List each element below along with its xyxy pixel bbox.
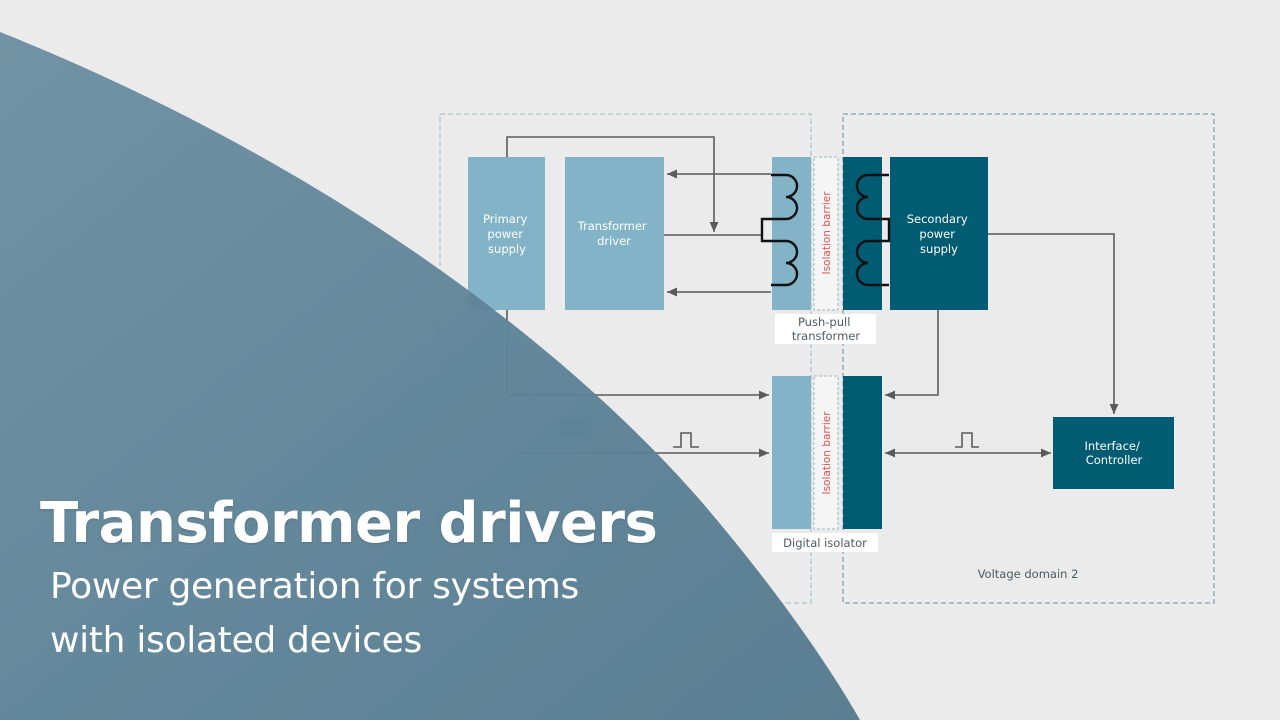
isolation-barrier-strip-bottom	[813, 375, 839, 530]
primary-coil	[760, 173, 799, 287]
voltage-domain-2-label: Voltage domain 2	[978, 567, 1079, 581]
transformer-secondary-core	[843, 157, 882, 310]
svg-text:Interface/ Controller: Interface/ Controller	[1084, 439, 1143, 467]
title-block: Transformer drivers Power generation for…	[40, 488, 800, 668]
svg-text:Transformer driver: Transformer driver	[577, 219, 651, 248]
primary-power-supply-block	[468, 157, 545, 310]
secondary-power-supply-block	[890, 157, 988, 310]
svg-text:Secondary power supply: Secondary power supply	[907, 212, 972, 256]
svg-text:Push-pull transformer: Push-pull transformer	[792, 315, 860, 343]
primary-power-supply-label-1: Primary	[483, 212, 528, 226]
voltage-domain-2-box	[842, 113, 1215, 604]
digital-isolator-label-bg	[772, 533, 878, 552]
digital-isolator-left-block	[772, 376, 811, 529]
interface-controller-block	[1053, 417, 1174, 489]
page-title: Transformer drivers	[40, 491, 658, 556]
subtitle-line-2: with isolated devices	[50, 620, 422, 661]
transformer-driver-block	[565, 157, 664, 310]
secondary-coil	[855, 173, 891, 287]
secondary-power-supply-label-1: Secondary	[907, 212, 968, 226]
primary-power-supply-label-3: supply	[488, 242, 526, 256]
transformer-primary-core	[772, 157, 811, 310]
interface-controller-label-2: Controller	[1086, 453, 1143, 467]
transformer-driver-label-2: driver	[597, 234, 631, 248]
digital-isolator-right-block	[843, 376, 882, 529]
push-pull-label-2: transformer	[792, 329, 860, 343]
push-pull-label-1: Push-pull	[798, 315, 850, 329]
isolation-barrier-label-bottom: Isolation barrier	[821, 411, 833, 495]
primary-power-supply-label-2: power	[487, 227, 523, 241]
isolation-barrier-label-top: Isolation barrier	[821, 191, 833, 275]
secondary-power-supply-label-2: power	[919, 227, 955, 241]
isolation-barrier-strip-top	[813, 156, 839, 311]
digital-isolator-label: Digital isolator	[783, 536, 867, 550]
secondary-power-supply-label-3: supply	[920, 242, 958, 256]
transformer-driver-label-1: Transformer	[577, 219, 647, 233]
interface-controller-label-1: Interface/	[1084, 439, 1139, 453]
title-overlay-shape	[0, 32, 860, 720]
push-pull-label-bg	[775, 314, 876, 344]
svg-text:Primary power supply: Primary power supply	[483, 212, 531, 256]
subtitle-line-1: Power generation for systems	[50, 566, 579, 607]
